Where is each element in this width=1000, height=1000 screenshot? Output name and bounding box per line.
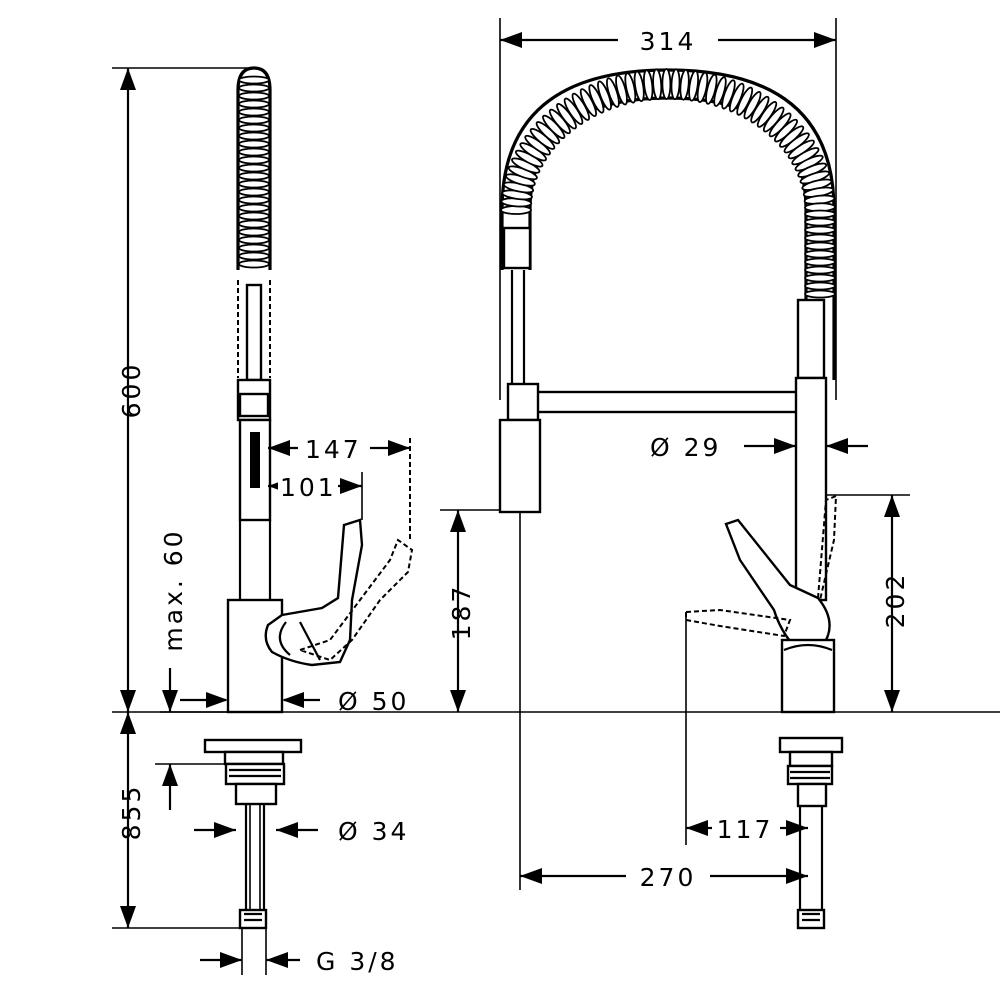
dim-base-diameter: Ø 50 [338,687,409,716]
dim-lever-offset: 117 [717,815,774,844]
dim-height-total: 600 [117,362,146,419]
spray-head-front [498,382,542,514]
faucet-body-front [780,638,836,714]
base-fitting-side [203,738,303,930]
dim-reach: 270 [640,863,697,892]
dim-width-top: 314 [640,27,697,56]
dim-handle-reach-max: 147 [305,435,362,464]
lever-front-max [817,494,838,601]
dim-thread: G 3/8 [316,947,399,976]
dim-handle-reach: 101 [280,473,337,502]
spring-arch [500,68,836,380]
body-column-side [238,520,272,600]
dim-spout-diameter: Ø 29 [650,433,721,462]
base-fitting-front [778,736,844,930]
spray-head-side [236,378,272,522]
spring-coil-side [236,66,272,382]
lever-side-max [296,538,414,662]
side-view: 600 855 max. 60 Ø 50 147 101 [112,66,1000,976]
front-view: 314 Ø 29 187 202 117 270 [440,18,910,930]
faucet-body-side [226,598,284,714]
dim-below-deck: 855 [117,784,146,841]
dim-handle-max: max. 60 [159,528,188,651]
body-column-front [794,376,828,602]
lever-side [264,518,364,667]
dim-lever-height: 202 [881,572,910,629]
holder-bar [534,390,800,414]
dim-spout-height: 187 [447,584,476,641]
dim-shank-diameter: Ø 34 [338,817,409,846]
lever-front-side [685,608,792,638]
